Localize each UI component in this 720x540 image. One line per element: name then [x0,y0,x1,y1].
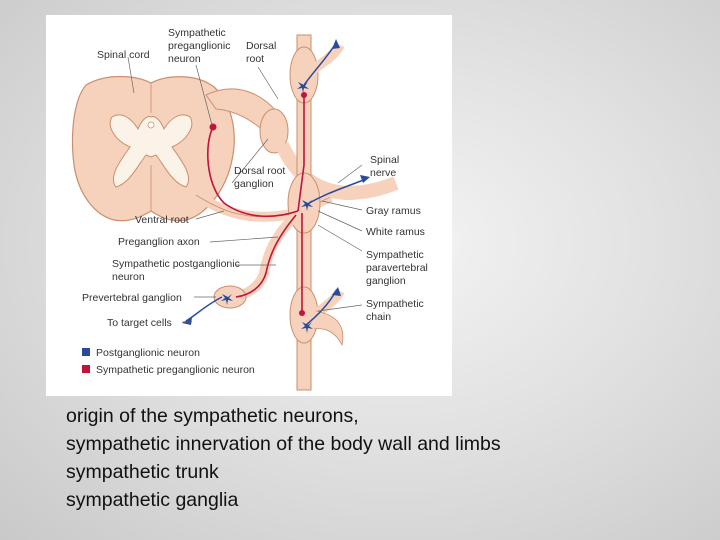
legend: Postganglionic neuron Sympathetic pregan… [82,347,255,376]
caption-line: sympathetic innervation of the body wall… [66,433,501,455]
label-sympathetic-preganglionic-neuron-3: neuron [168,53,201,65]
label-white-ramus: White ramus [366,226,425,238]
spinal-nerve [275,141,399,201]
legend-swatch-postganglionic [82,348,90,356]
label-dorsal-root-ganglion-2: ganglion [234,178,274,190]
label-gray-ramus: Gray ramus [366,205,421,217]
legend-swatch-preganglionic [82,365,90,373]
label-spinal-nerve-1: Spinal [370,154,399,166]
prevertebral-ganglion [213,285,247,309]
label-sympathetic-chain-2: chain [366,311,391,323]
label-paravertebral-ganglion-3: ganglion [366,275,406,287]
label-ventral-root: Ventral root [135,214,189,226]
leader-lines [127,56,363,323]
label-spinal-cord: Spinal cord [97,49,150,61]
legend-label-postganglionic: Postganglionic neuron [96,347,200,359]
caption-line: origin of the sympathetic neurons, [66,405,359,427]
label-prevertebral-ganglion: Prevertebral ganglion [82,292,182,304]
dorsal-root [205,88,289,154]
label-postganglionic-neuron-2: neuron [112,271,145,283]
label-postganglionic-neuron-1: Sympathetic postganglionic [112,258,240,270]
caption-line: sympathetic trunk [66,461,219,483]
dorsal-root-ganglion [259,108,289,154]
label-sympathetic-preganglionic-neuron-2: preganglionic [168,40,230,52]
label-preganglion-axon: Preganglion axon [118,236,200,248]
label-spinal-nerve-2: nerve [370,167,396,179]
spinal-cord-section [71,75,235,222]
label-paravertebral-ganglion-2: paravertebral [366,262,428,274]
label-dorsal-root-1: Dorsal [246,40,276,52]
label-dorsal-root-2: root [246,53,264,65]
label-to-target-cells: To target cells [107,317,172,329]
preganglionic-cell-body [209,123,217,131]
label-sympathetic-chain-1: Sympathetic [366,298,424,310]
caption-line: sympathetic ganglia [66,489,239,511]
label-dorsal-root-ganglion-1: Dorsal root [234,165,285,177]
spinal-cord-diagram: Spinal cord Sympathetic preganglionic ne… [46,15,452,396]
label-paravertebral-ganglion-1: Sympathetic [366,249,424,261]
diagram-canvas: Spinal cord Sympathetic preganglionic ne… [71,27,428,391]
legend-label-preganglionic: Sympathetic preganglionic neuron [96,364,255,376]
preganglionic-pathway [207,95,305,315]
sympathetic-chain [287,34,345,391]
caption-text: origin of the sympathetic neurons, sympa… [66,402,706,514]
label-sympathetic-preganglionic-neuron-1: Sympathetic [168,27,226,39]
postganglionic-cell-bodies [221,82,313,333]
